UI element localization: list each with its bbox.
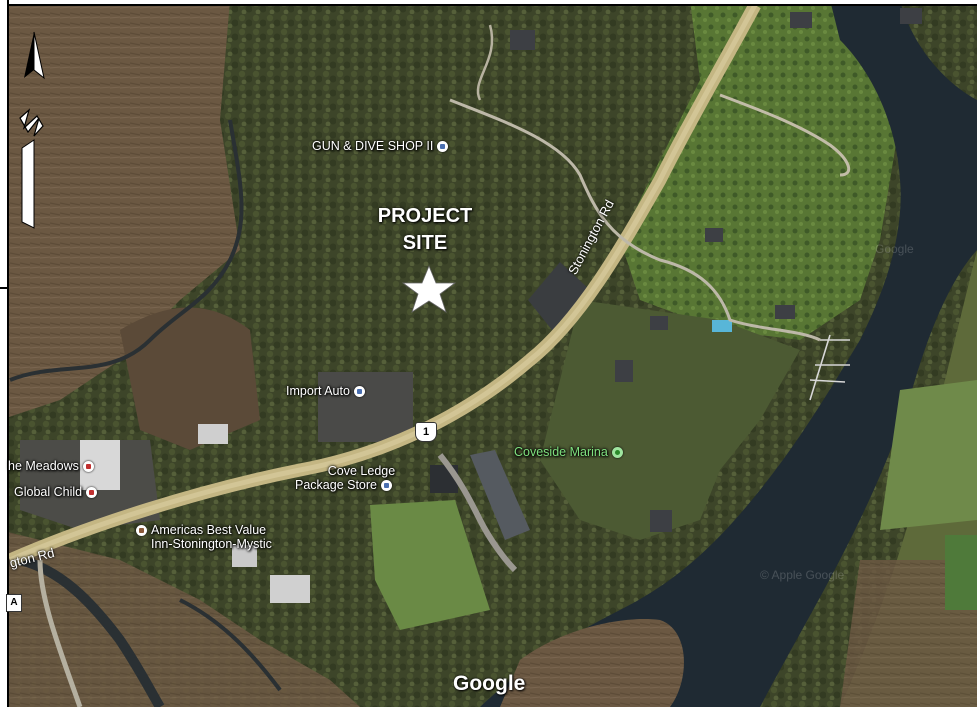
lodging-icon <box>136 525 147 537</box>
project-site-line2: SITE <box>402 232 448 254</box>
place-gun-dive-shop[interactable]: GUN & DIVE SHOP II <box>312 139 449 153</box>
place-label: Cove Ledge <box>327 464 396 478</box>
star-icon <box>401 264 457 313</box>
place-label: Inn-Stonington-Mystic <box>151 537 272 551</box>
project-site-line1: PROJECT <box>377 205 473 227</box>
shop-icon <box>353 386 365 398</box>
school-icon <box>86 487 98 499</box>
place-americas-best-value[interactable]: Americas Best Value Inn-Stonington-Mysti… <box>136 523 272 551</box>
shop-icon <box>381 480 392 492</box>
place-global-child[interactable]: Global Child <box>14 485 98 499</box>
north-arrow-icon <box>19 31 45 229</box>
place-label: Coveside Marina <box>514 445 608 459</box>
watermark: © Apple Google <box>760 568 845 582</box>
place-label: Import Auto <box>286 384 350 398</box>
place-the-meadows[interactable]: he Meadows <box>8 459 94 473</box>
frame-tick <box>0 287 9 289</box>
place-label: Global Child <box>14 485 83 499</box>
route-1-shield: 1 <box>415 422 437 442</box>
google-logo: Google <box>453 672 526 695</box>
watermark: Google <box>875 242 914 256</box>
route-a-shield: A <box>6 594 22 612</box>
place-import-auto[interactable]: Import Auto <box>286 384 365 398</box>
building-icon <box>82 461 94 473</box>
frame-left-lower <box>0 288 9 707</box>
place-coveside-marina[interactable]: Coveside Marina <box>514 445 623 459</box>
place-label: Package Store <box>295 478 377 492</box>
shop-icon <box>437 141 449 153</box>
frame-top <box>0 0 977 5</box>
project-site-label: PROJECT SITE <box>330 203 520 257</box>
frame-left-upper <box>0 0 9 290</box>
place-label: he Meadows <box>8 459 79 473</box>
frame-border-top <box>7 4 977 6</box>
place-label: Americas Best Value <box>151 523 267 537</box>
place-label: GUN & DIVE SHOP II <box>312 139 434 153</box>
marina-icon <box>611 447 623 459</box>
place-cove-ledge[interactable]: Cove Ledge Package Store <box>295 464 410 492</box>
